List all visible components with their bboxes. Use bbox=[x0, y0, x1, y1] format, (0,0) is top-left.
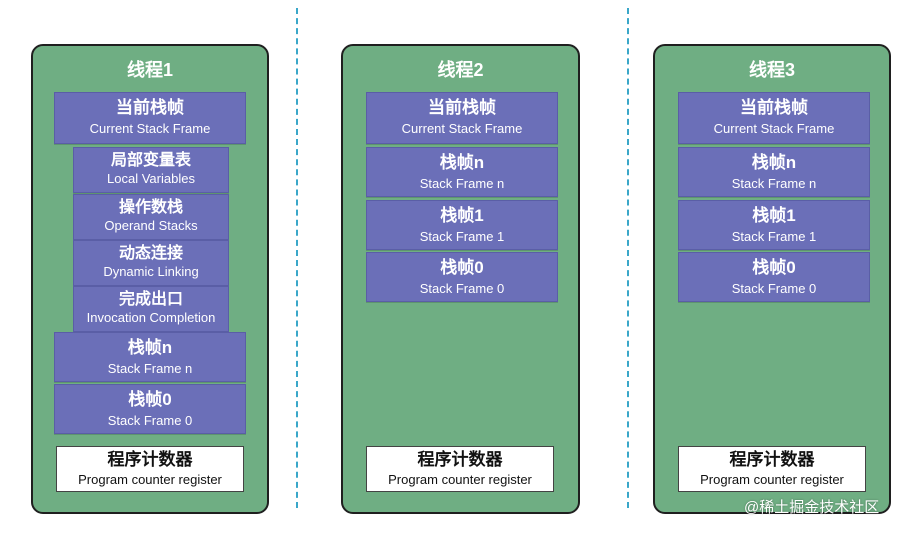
stack-frame-n: 栈帧n Stack Frame n bbox=[678, 147, 870, 197]
invocation-completion: 完成出口 Invocation Completion bbox=[73, 286, 229, 332]
frame-label-cn: 局部变量表 bbox=[110, 152, 191, 169]
thread-2-panel: 线程2 当前栈帧 Current Stack Frame 栈帧n Stack F… bbox=[341, 44, 580, 514]
frame-label-en: Invocation Completion bbox=[86, 310, 216, 325]
frame-label-en: Stack Frame 0 bbox=[419, 281, 505, 296]
frame-label-en: Local Variables bbox=[107, 171, 195, 186]
pc-label-en: Program counter register bbox=[388, 472, 532, 487]
stack-frame-n: 栈帧n Stack Frame n bbox=[54, 332, 246, 382]
frame-label-cn: 栈帧0 bbox=[752, 258, 796, 277]
stack-frame-1: 栈帧1 Stack Frame 1 bbox=[366, 200, 558, 250]
frame-label-en: Stack Frame n bbox=[731, 176, 817, 191]
frame-label-cn: 栈帧1 bbox=[440, 206, 484, 225]
frame-label-en: Dynamic Linking bbox=[103, 264, 199, 279]
thread-divider bbox=[296, 8, 298, 508]
frame-label-en: Current Stack Frame bbox=[89, 121, 211, 136]
current-stack-frame: 当前栈帧 Current Stack Frame bbox=[678, 92, 870, 144]
stack-frame-0: 栈帧0 Stack Frame 0 bbox=[678, 252, 870, 302]
thread-title: 线程3 bbox=[748, 60, 795, 80]
thread-1-panel: 线程1 当前栈帧 Current Stack Frame 局部变量表 Local… bbox=[31, 44, 269, 514]
thread-title: 线程1 bbox=[126, 60, 173, 80]
program-counter-register: 程序计数器 Program counter register bbox=[56, 446, 244, 492]
operand-stacks: 操作数栈 Operand Stacks bbox=[73, 194, 229, 240]
frame-label-cn: 当前栈帧 bbox=[428, 98, 496, 117]
frame-label-en: Stack Frame 1 bbox=[731, 229, 817, 244]
frame-label-cn: 动态连接 bbox=[118, 245, 183, 262]
pc-label-en: Program counter register bbox=[78, 472, 222, 487]
frame-label-cn: 栈帧0 bbox=[128, 390, 172, 409]
pc-label-en: Program counter register bbox=[700, 472, 844, 487]
frame-label-cn: 完成出口 bbox=[118, 291, 183, 308]
frame-label-cn: 操作数栈 bbox=[118, 199, 183, 216]
stack-frame-0: 栈帧0 Stack Frame 0 bbox=[54, 384, 246, 434]
frame-label-en: Stack Frame 0 bbox=[107, 413, 193, 428]
frame-label-en: Current Stack Frame bbox=[401, 121, 523, 136]
frame-label-cn: 当前栈帧 bbox=[116, 98, 184, 117]
frame-label-en: Stack Frame 0 bbox=[731, 281, 817, 296]
frame-label-cn: 栈帧n bbox=[439, 153, 485, 172]
frame-label-cn: 当前栈帧 bbox=[740, 98, 808, 117]
frame-label-en: Stack Frame 1 bbox=[419, 229, 505, 244]
local-variables: 局部变量表 Local Variables bbox=[73, 147, 229, 193]
program-counter-register: 程序计数器 Program counter register bbox=[678, 446, 866, 492]
thread-title: 线程2 bbox=[437, 60, 484, 80]
pc-label-cn: 程序计数器 bbox=[729, 450, 815, 469]
program-counter-register: 程序计数器 Program counter register bbox=[366, 446, 554, 492]
pc-label-cn: 程序计数器 bbox=[417, 450, 503, 469]
frame-label-cn: 栈帧0 bbox=[440, 258, 484, 277]
frame-label-en: Operand Stacks bbox=[104, 218, 198, 233]
frame-label-cn: 栈帧n bbox=[127, 338, 173, 357]
frame-label-cn: 栈帧n bbox=[751, 153, 797, 172]
frame-label-en: Stack Frame n bbox=[107, 361, 193, 376]
pc-label-cn: 程序计数器 bbox=[107, 450, 193, 469]
current-stack-frame: 当前栈帧 Current Stack Frame bbox=[54, 92, 246, 144]
thread-3-panel: 线程3 当前栈帧 Current Stack Frame 栈帧n Stack F… bbox=[653, 44, 891, 514]
stack-frame-n: 栈帧n Stack Frame n bbox=[366, 147, 558, 197]
thread-divider bbox=[627, 8, 629, 508]
stack-frame-0: 栈帧0 Stack Frame 0 bbox=[366, 252, 558, 302]
dynamic-linking: 动态连接 Dynamic Linking bbox=[73, 240, 229, 286]
frame-label-cn: 栈帧1 bbox=[752, 206, 796, 225]
watermark: @稀土掘金技术社区 bbox=[744, 499, 880, 516]
stack-frame-1: 栈帧1 Stack Frame 1 bbox=[678, 200, 870, 250]
current-stack-frame: 当前栈帧 Current Stack Frame bbox=[366, 92, 558, 144]
frame-label-en: Stack Frame n bbox=[419, 176, 505, 191]
frame-label-en: Current Stack Frame bbox=[713, 121, 835, 136]
